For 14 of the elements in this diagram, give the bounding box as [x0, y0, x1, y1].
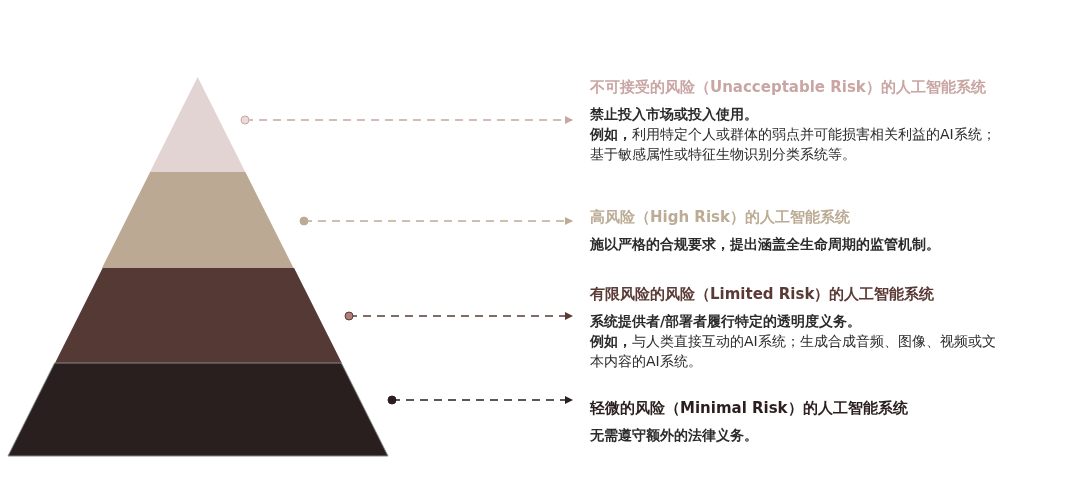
- dashed-arrow: [240, 115, 573, 125]
- dashed-arrow: [299, 216, 573, 226]
- tier-description: 例如，利用特定个人或群体的弱点并可能损害相关利益的AI系统；基于敏感属性或特征生物识别分类系统等。: [590, 125, 997, 164]
- tier-heading: 高风险（High Risk）的人工智能系统: [590, 207, 851, 227]
- dashed-arrow: [344, 311, 573, 321]
- tier-description: 禁止投入市场或投入使用。: [590, 105, 759, 124]
- tier-description: 系统提供者/部署者履行特定的透明度义务。: [590, 312, 863, 331]
- tier-description: 例如，与人类直接互动的AI系统；生成合成音频、图像、视频或文本内容的AI系统。: [590, 332, 997, 371]
- tier-heading: 轻微的风险（Minimal Risk）的人工智能系统: [590, 398, 909, 418]
- tier-heading: 不可接受的风险（Unacceptable Risk）的人工智能系统: [590, 77, 987, 97]
- tier-heading: 有限风险的风险（Limited Risk）的人工智能系统: [590, 284, 936, 304]
- tier-description: 施以严格的合规要求，提出涵盖全生命周期的监管机制。: [590, 235, 941, 254]
- dashed-arrow: [387, 395, 573, 405]
- tier-description: 无需遵守额外的法律义务。: [590, 426, 759, 445]
